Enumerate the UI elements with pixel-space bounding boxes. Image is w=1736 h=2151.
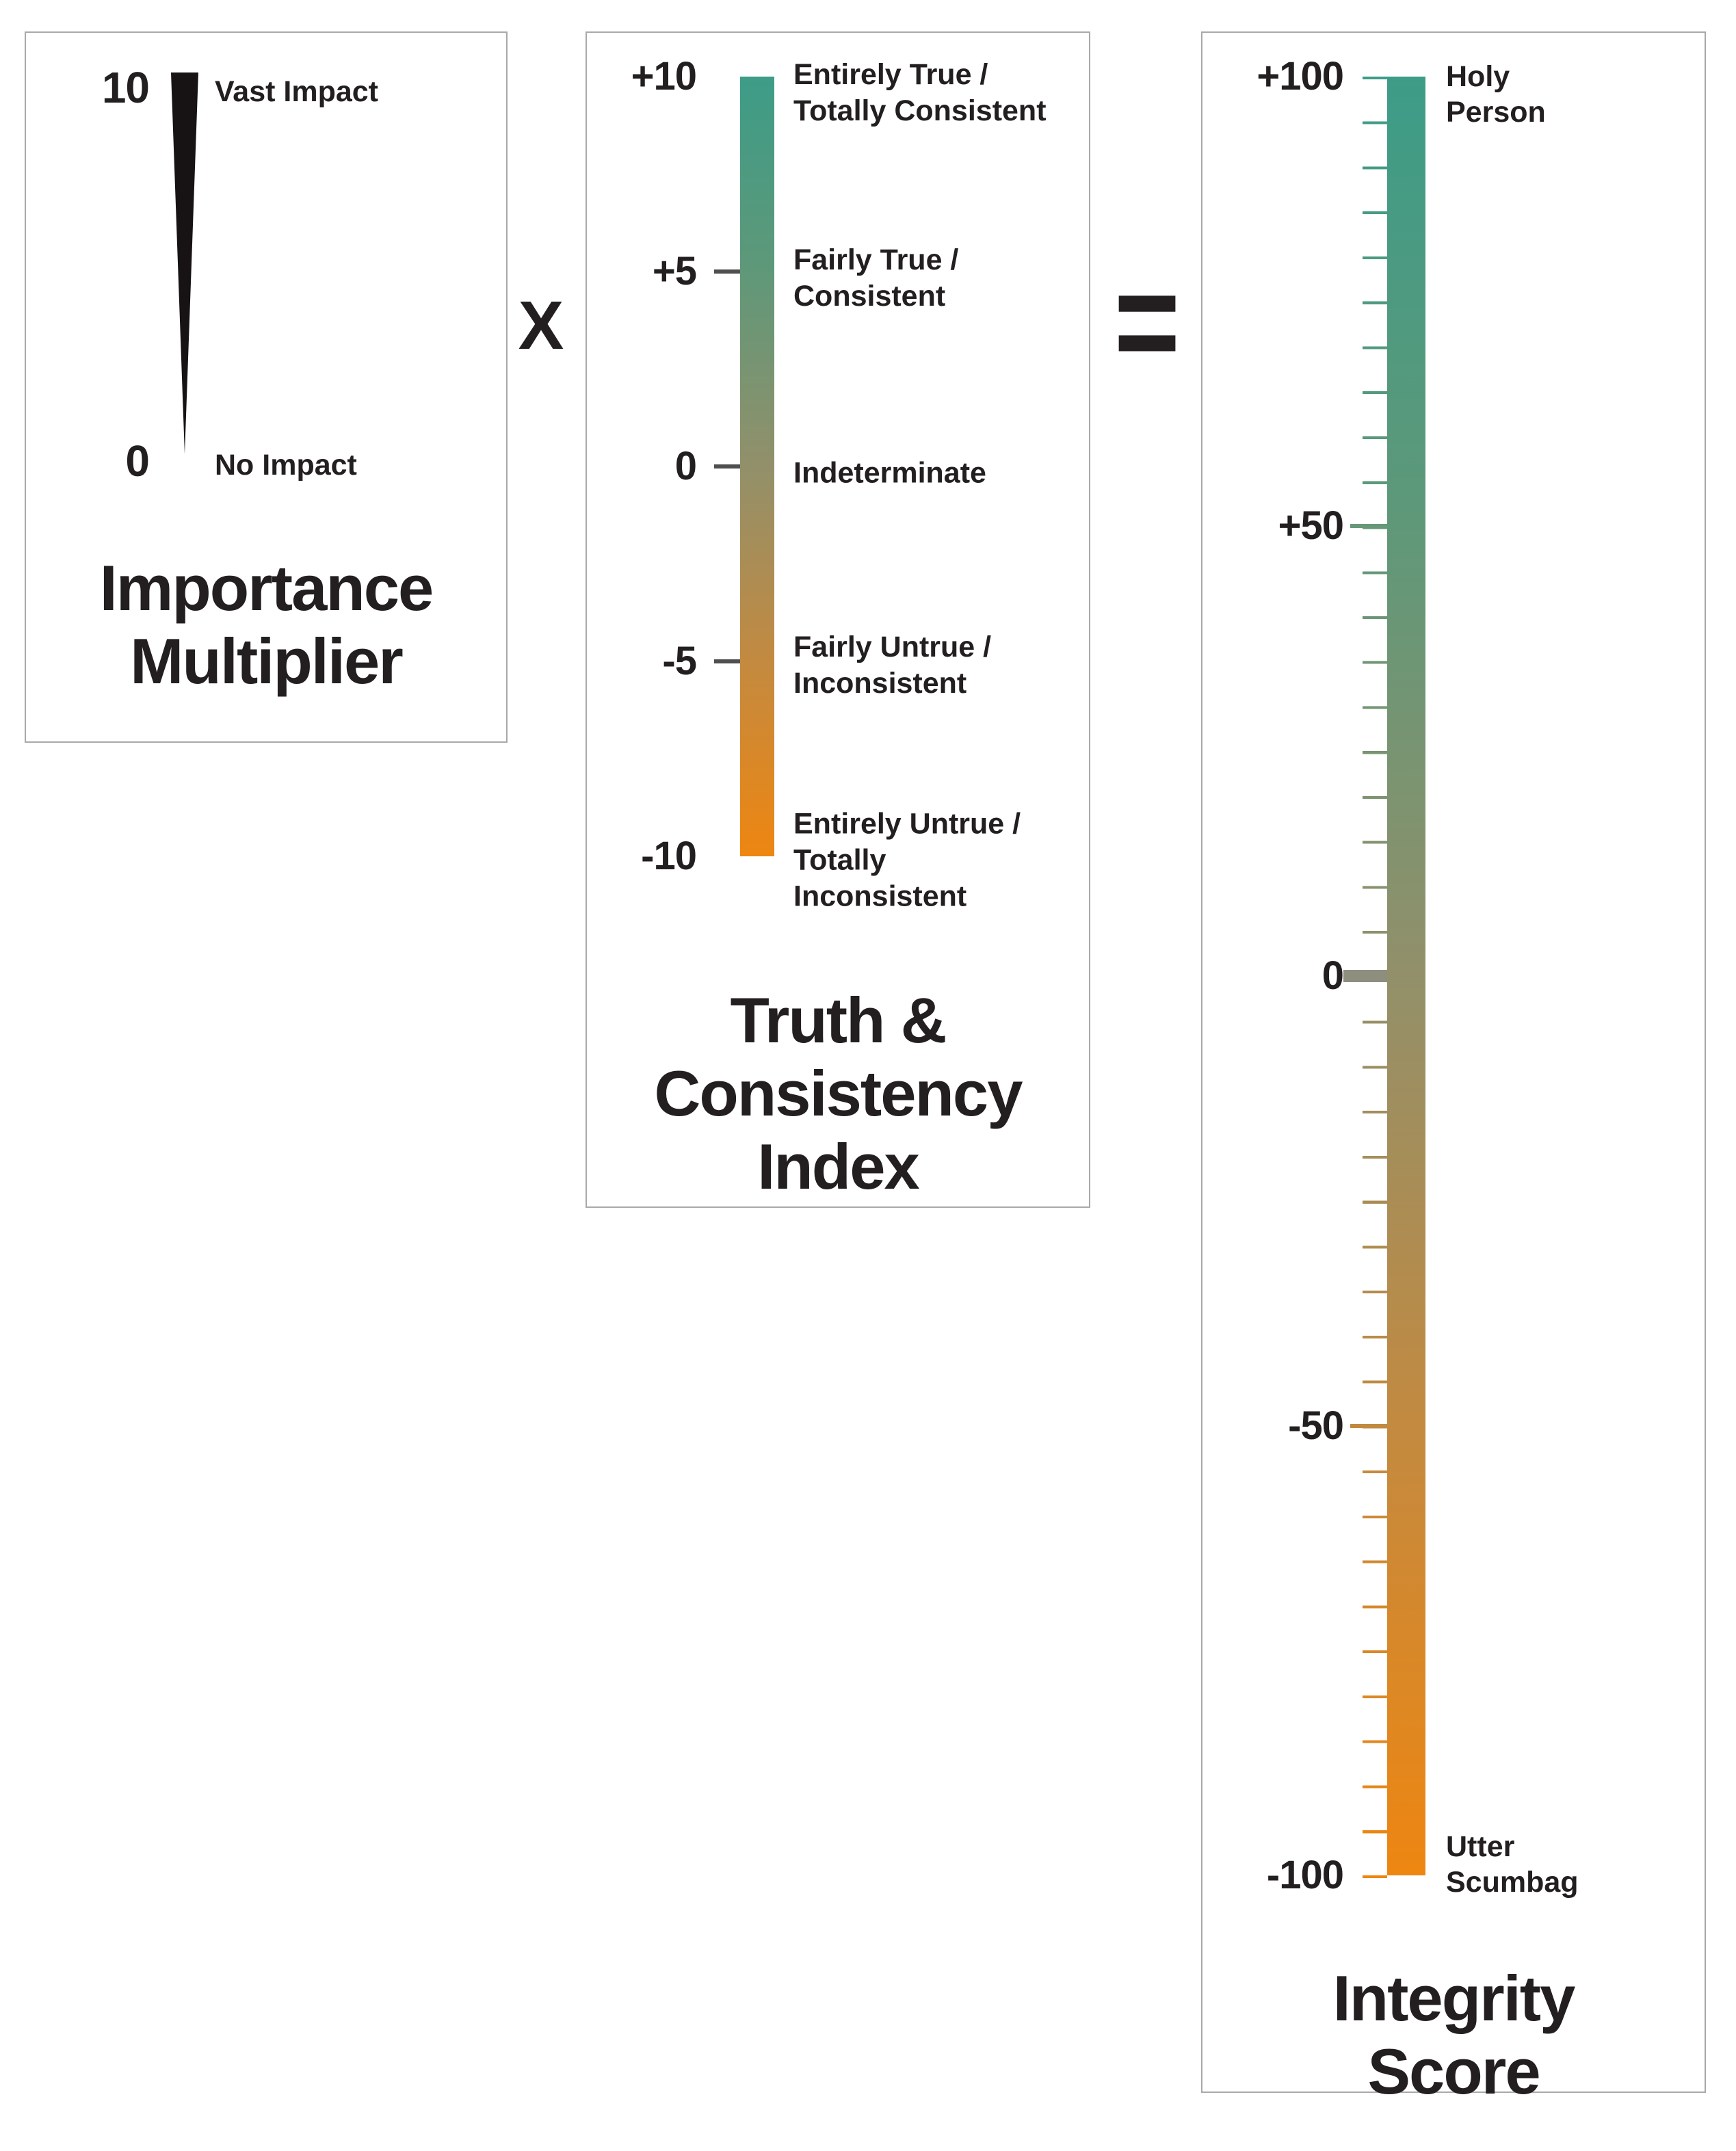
integrity-value-zero: 0	[1321, 953, 1344, 998]
integrity-tick-zero	[1343, 970, 1387, 982]
importance-min-label: No Impact	[215, 449, 357, 481]
integrity-value-plus50: +50	[1278, 503, 1344, 548]
multiply-symbol: X	[518, 287, 564, 364]
integrity-value-minus100: -100	[1266, 1853, 1344, 1897]
integrity-value-minus50: -50	[1288, 1403, 1344, 1448]
truth-label-minus10: Entirely Untrue / Totally Inconsistent	[793, 807, 1021, 913]
integrity-top-label: Holy Person	[1446, 60, 1546, 129]
truth-value-minus5: -5	[662, 639, 697, 683]
importance-min-value: 0	[125, 436, 150, 486]
integrity-score-title: Integrity Score	[1332, 1962, 1576, 2107]
importance-max-label: Vast Impact	[215, 75, 378, 108]
integrity-tick-minus50	[1350, 1424, 1387, 1428]
integrity-value-plus100: +100	[1257, 54, 1344, 98]
equals-operator: =	[1089, 239, 1205, 403]
importance-wedge-shape	[171, 72, 198, 454]
importance-multiplier-panel: 10 Vast Impact 0 No Impact Importance Mu…	[25, 31, 508, 743]
importance-multiplier-title: Importance Multiplier	[99, 552, 434, 697]
truth-value-plus5: +5	[652, 249, 697, 293]
truth-value-plus10: +10	[631, 54, 697, 98]
truth-tick-minus5	[714, 659, 740, 663]
truth-label-minus5: Fairly Untrue / Inconsistent	[793, 631, 992, 700]
truth-tick-zero	[714, 464, 740, 469]
equals-symbol: =	[1114, 239, 1181, 403]
truth-tick-plus5	[714, 269, 740, 274]
integrity-bottom-label: Utter Scumbag	[1446, 1830, 1579, 1899]
truth-consistency-panel: +10 +5 0 -5 -10 Entirely True / Totally …	[586, 31, 1090, 1208]
integrity-tick-plus50	[1350, 524, 1387, 528]
truth-label-plus10: Entirely True / Totally Consistent	[793, 58, 1047, 127]
truth-scale-gradient-bar	[740, 77, 774, 856]
truth-value-zero: 0	[674, 444, 697, 488]
truth-label-plus5: Fairly True / Consistent	[793, 243, 959, 313]
integrity-score-panel: +100 +50 0 -50 -100 Holy Person Utter Sc…	[1201, 31, 1706, 2107]
truth-value-minus10: -10	[641, 834, 697, 878]
integrity-scale-gradient-bar	[1387, 77, 1425, 1875]
truth-label-zero: Indeterminate	[793, 456, 986, 490]
multiply-operator: X	[497, 285, 586, 367]
importance-max-value: 10	[101, 63, 150, 112]
truth-consistency-title: Truth & Consistency Index	[654, 984, 1023, 1202]
